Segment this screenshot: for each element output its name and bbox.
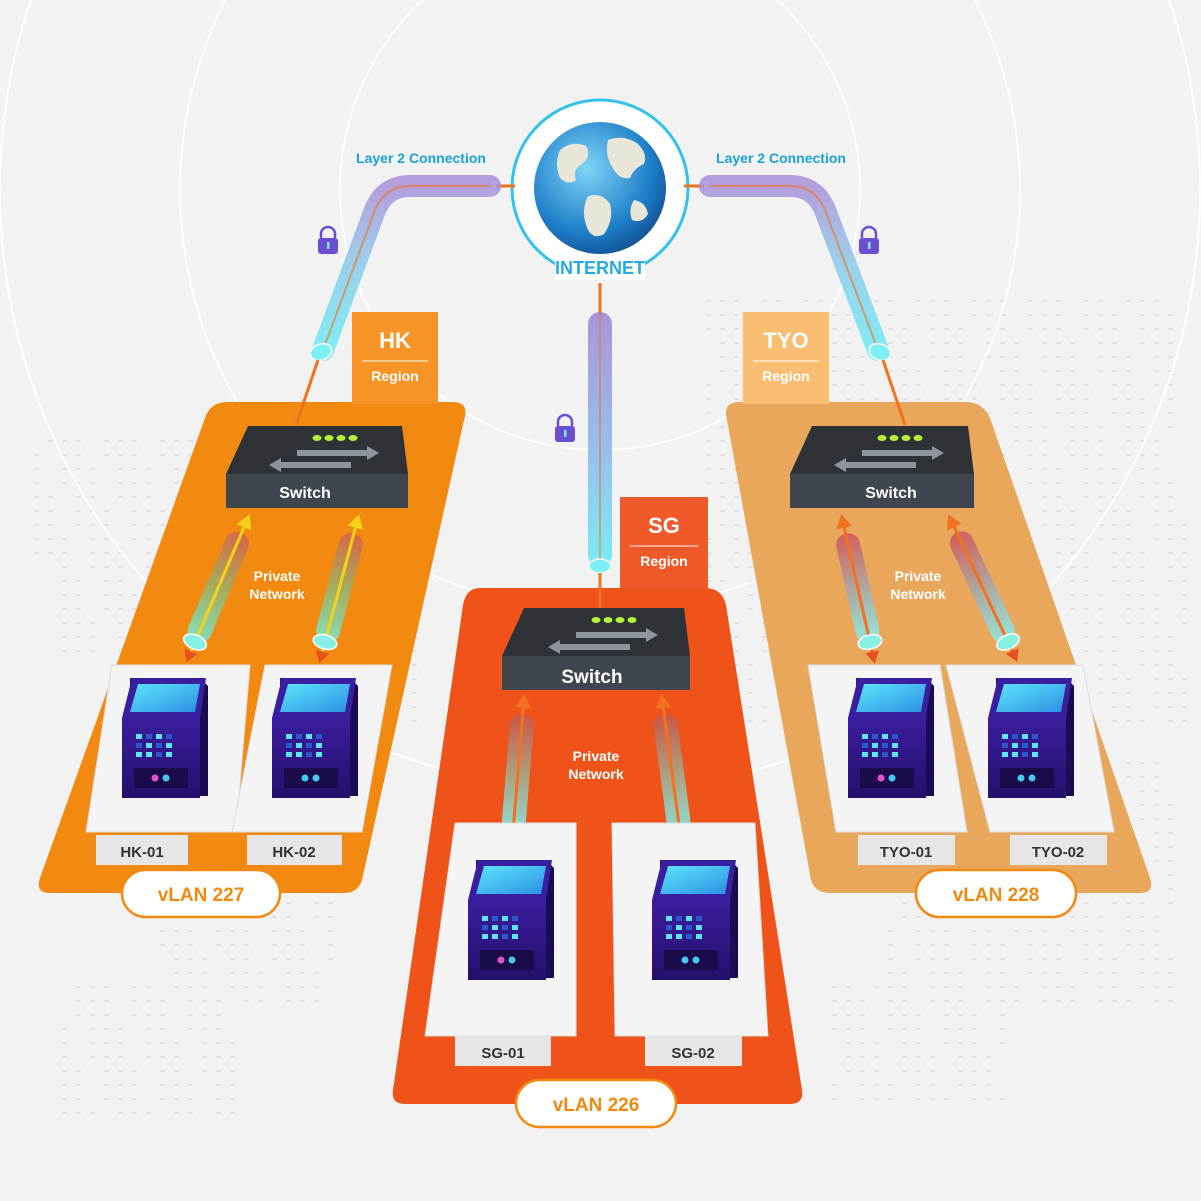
server-labels: HK-01 HK-02 TYO-01 TYO-02 SG-01 SG-02 [96,835,1107,1066]
arrow-down-icon [865,650,880,664]
status-led-icon [901,435,911,441]
server-card [945,664,1115,833]
server-card [807,664,968,833]
tyo-region-label: Region [762,368,809,384]
private-network-cable [946,514,1021,662]
status-led-icon [615,617,625,623]
server-label-tyo-01: TYO-01 [880,844,933,861]
lock-icon [859,225,879,254]
status-led-icon [603,617,613,623]
hk-vlan-label: vLAN 227 [158,885,245,906]
server-icon [988,678,1074,798]
hk-vlan-badge: vLAN 227 [120,868,282,919]
private-network-cable [836,514,883,664]
hk-switch-label: Switch [279,485,331,502]
status-led-icon [348,435,358,441]
tyo-region-tag: TYO Region [743,312,829,404]
layer2-cable-hk [294,175,501,426]
status-led-icon [591,617,601,623]
status-led-icon [336,435,346,441]
status-led-icon [889,435,899,441]
sg-switch-label: Switch [561,667,622,688]
sg-region-tag: SG Region [620,497,708,589]
arrow-left-icon [834,458,916,472]
arrow-down-icon [315,649,330,664]
status-led-icon [627,617,637,623]
layer2-label-right: Layer 2 Connection [716,150,846,166]
server-label-sg-02: SG-02 [671,1045,714,1062]
arrow-down-icon [184,648,198,663]
server-icon [272,678,358,798]
hk-switch [226,426,408,508]
server-label-tyo-02: TYO-02 [1032,844,1085,861]
arrow-up-icon [655,694,672,709]
tyo-vlan-badge: vLAN 228 [914,868,1078,919]
switch-front [226,474,408,508]
arrow-up-icon [515,694,532,709]
server-label-hk-01: HK-01 [120,844,163,861]
sg-vlan-badge: vLAN 226 [514,1078,678,1129]
internet-label: INTERNET [555,258,645,278]
layer2-cable-tyo [699,175,907,426]
server-label-hk-02: HK-02 [272,844,315,861]
status-led-icon [312,435,322,441]
arrow-right-icon [576,628,658,642]
tyo-vlan-label: vLAN 228 [953,885,1040,906]
arrow-right-icon [862,446,944,460]
tyo-switch [790,426,974,508]
status-led-icon [877,435,887,441]
server-icon [848,678,934,798]
arrow-up-icon [946,514,962,531]
internet-globe: INTERNET [510,98,690,280]
arrow-up-icon [347,514,364,530]
server-icon [468,860,554,980]
status-led-icon [324,435,334,441]
status-led-icon [913,435,923,441]
sg-vlan-label: vLAN 226 [553,1095,640,1116]
layer2-label-left: Layer 2 Connection [356,150,486,166]
server-icon [122,678,208,798]
private-network-cable [312,514,364,664]
lock-icon [318,225,338,254]
server-card [424,822,577,1037]
arrow-left-icon [269,458,351,472]
tyo-region-code: TYO [763,328,808,353]
layer2-cable-sg [588,312,612,608]
hk-region-label: Region [371,368,418,384]
server-card [231,664,393,833]
arrow-left-icon [548,640,630,654]
sg-region-code: SG [648,513,680,538]
switch-front [790,474,974,508]
server-card [611,822,769,1037]
lock-icon [555,413,575,442]
sg-region-label: Region [640,553,687,569]
hk-region-tag: HK Region [352,312,438,404]
hk-region-code: HK [379,328,411,353]
server-label-sg-01: SG-01 [481,1045,524,1062]
arrow-down-icon [1005,648,1019,662]
private-network-cable [182,514,252,663]
switch-front [502,656,690,690]
arrow-up-icon [836,514,853,530]
server-icon [652,860,738,980]
sg-switch [502,608,690,690]
arrow-right-icon [297,446,379,460]
server-card [85,664,251,833]
tyo-switch-label: Switch [865,485,917,502]
arrow-up-icon [236,514,252,531]
